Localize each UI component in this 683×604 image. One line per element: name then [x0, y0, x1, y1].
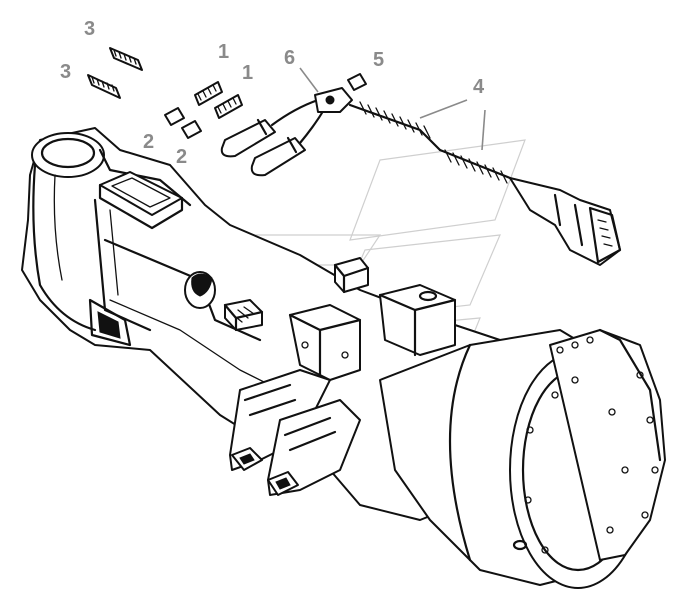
sensor-body-lower [250, 137, 306, 177]
callout-3-upper: 3 [84, 18, 95, 40]
axle-housing [21, 127, 666, 589]
sensor-body-upper [220, 119, 276, 158]
bushing-lower [181, 120, 202, 139]
loose-parts [87, 47, 367, 139]
callout-1-lower: 1 [242, 62, 253, 84]
pin-upper [194, 81, 223, 106]
set-screw-upper [109, 47, 143, 71]
sensor-wiring-harness [220, 87, 622, 266]
set-screw-lower [87, 74, 121, 99]
cap [347, 73, 367, 91]
callout-2-upper: 2 [143, 131, 154, 153]
callout-labels: 3 3 1 1 2 2 6 5 4 [60, 18, 485, 168]
harness-plug [509, 177, 621, 266]
callout-1-upper: 1 [218, 41, 229, 63]
coiled-cable [359, 101, 512, 184]
mounting-plate [549, 329, 666, 561]
pin-lower [214, 94, 243, 119]
callout-3-lower: 3 [60, 61, 71, 83]
callout-5: 5 [373, 49, 384, 71]
callout-leaders [299, 67, 486, 151]
callout-2-lower: 2 [176, 146, 187, 168]
callout-6: 6 [284, 47, 295, 69]
mount-foot-right [267, 399, 361, 496]
bushing-upper [164, 107, 185, 126]
top-stub [334, 257, 369, 293]
callout-4: 4 [473, 76, 485, 98]
